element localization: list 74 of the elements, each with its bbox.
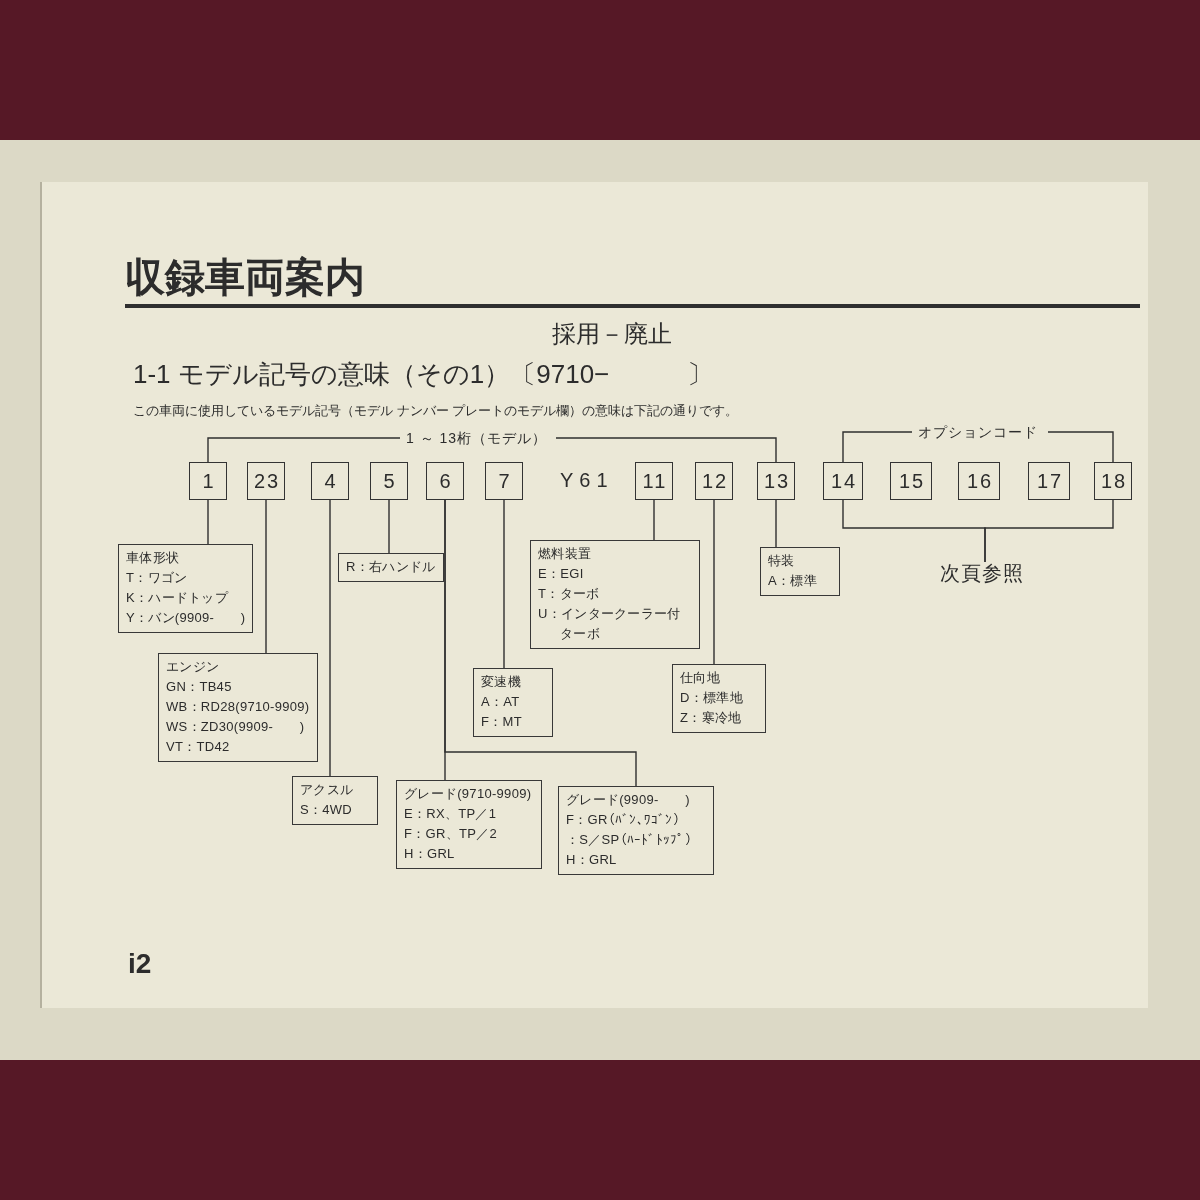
page-title: 収録車両案内 xyxy=(125,254,365,300)
page-number: i2 xyxy=(128,948,152,981)
connector-line xyxy=(265,499,267,654)
digit-box: 16 xyxy=(958,462,1000,500)
digit-box: 15 xyxy=(890,462,932,500)
digit-box: 13 xyxy=(757,462,795,500)
connector-line xyxy=(775,499,777,548)
connector-line xyxy=(503,499,505,669)
definition-box xyxy=(118,544,254,633)
connector-line xyxy=(653,499,655,541)
intro-text: この車両に使用しているモデル記号（モデル ナンバー プレートのモデル欄）の意味は下記の通りです。 xyxy=(133,404,739,419)
bracket-label: 1 ～ 13桁（モデル） xyxy=(406,430,548,447)
digit-box: 18 xyxy=(1094,462,1132,500)
model-code: Y61 xyxy=(560,469,614,492)
definition-box xyxy=(292,776,378,825)
code-entry: Y：バン(9909- ) xyxy=(126,609,246,627)
code-entry: E：RX、TP／1 xyxy=(404,805,497,823)
code-entry: F：MT xyxy=(481,713,522,731)
code-entry: H：GRL xyxy=(566,851,617,869)
digit-box: 17 xyxy=(1028,462,1070,500)
code-entry: E：EGI xyxy=(538,565,584,583)
code-entry: Z：寒冷地 xyxy=(680,709,742,727)
connector-line xyxy=(388,499,390,554)
digit-box: 7 xyxy=(485,462,523,500)
definition-box xyxy=(473,668,553,737)
box-heading: グレード(9710-9909) xyxy=(404,785,532,803)
digit-box: 12 xyxy=(695,462,733,500)
reference-note: 次頁参照 xyxy=(940,562,1024,585)
connector-line xyxy=(207,499,209,545)
code-entry: WS：ZD30(9909- ) xyxy=(166,718,305,736)
box-heading: アクスル xyxy=(300,781,354,799)
code-entry: GN：TB45 xyxy=(166,678,232,696)
code-entry: T：ワゴン xyxy=(126,569,188,587)
code-entry: D：標準地 xyxy=(680,689,743,707)
connector-line xyxy=(984,499,1114,563)
code-entry: H：GRL xyxy=(404,845,455,863)
column-note: 採用－廃止 xyxy=(552,320,672,348)
digit-box: 11 xyxy=(635,462,673,500)
code-entry: F：GR、TP／2 xyxy=(404,825,497,843)
box-heading: 特装 xyxy=(768,552,795,570)
connector-line xyxy=(329,499,331,777)
definition-box: R：右ハンドル xyxy=(338,553,444,582)
definition-box xyxy=(530,540,700,649)
definition-box xyxy=(760,547,840,596)
connector-line xyxy=(713,499,715,665)
code-entry: S：4WD xyxy=(300,801,353,819)
code-entry: ：S／SP（ﾊｰﾄﾞﾄｯﾌﾟ） xyxy=(566,831,692,849)
digit-box: 5 xyxy=(370,462,408,500)
box-heading: 車体形状 xyxy=(126,549,180,567)
definition-box xyxy=(672,664,766,733)
code-entry: T：ターボ xyxy=(538,585,600,603)
code-entry: F：GR（ﾊﾞﾝ､ﾜｺﾞﾝ） xyxy=(566,811,681,829)
digit-box: 14 xyxy=(823,462,863,500)
code-entry: VT：TD42 xyxy=(166,738,230,756)
box-heading: 燃料装置 xyxy=(538,545,592,563)
digit-box: 1 xyxy=(189,462,227,500)
bracket-label: オプションコード xyxy=(918,424,1038,441)
box-heading: グレード(9909- ) xyxy=(566,791,690,809)
definition-box xyxy=(558,786,714,875)
definition-box xyxy=(158,653,318,762)
code-entry: U：インタークーラー付ターボ xyxy=(538,605,682,643)
code-entry: A：標準 xyxy=(768,572,817,590)
box-heading: エンジン xyxy=(166,658,220,676)
section-heading: 1-1 モデル記号の意味（その1）〔9710− 〕 xyxy=(133,360,714,390)
digit-box: 23 xyxy=(247,462,285,500)
box-heading: 仕向地 xyxy=(680,669,720,687)
code-entry: WB：RD28(9710-9909) xyxy=(166,698,310,716)
definition-box xyxy=(396,780,542,869)
code-entry: A：AT xyxy=(481,693,520,711)
code-entry: K：ハードトップ xyxy=(126,589,229,607)
box-heading: 変速機 xyxy=(481,673,521,691)
digit-box: 4 xyxy=(311,462,349,500)
connector-line xyxy=(444,499,637,787)
digit-box: 6 xyxy=(426,462,464,500)
